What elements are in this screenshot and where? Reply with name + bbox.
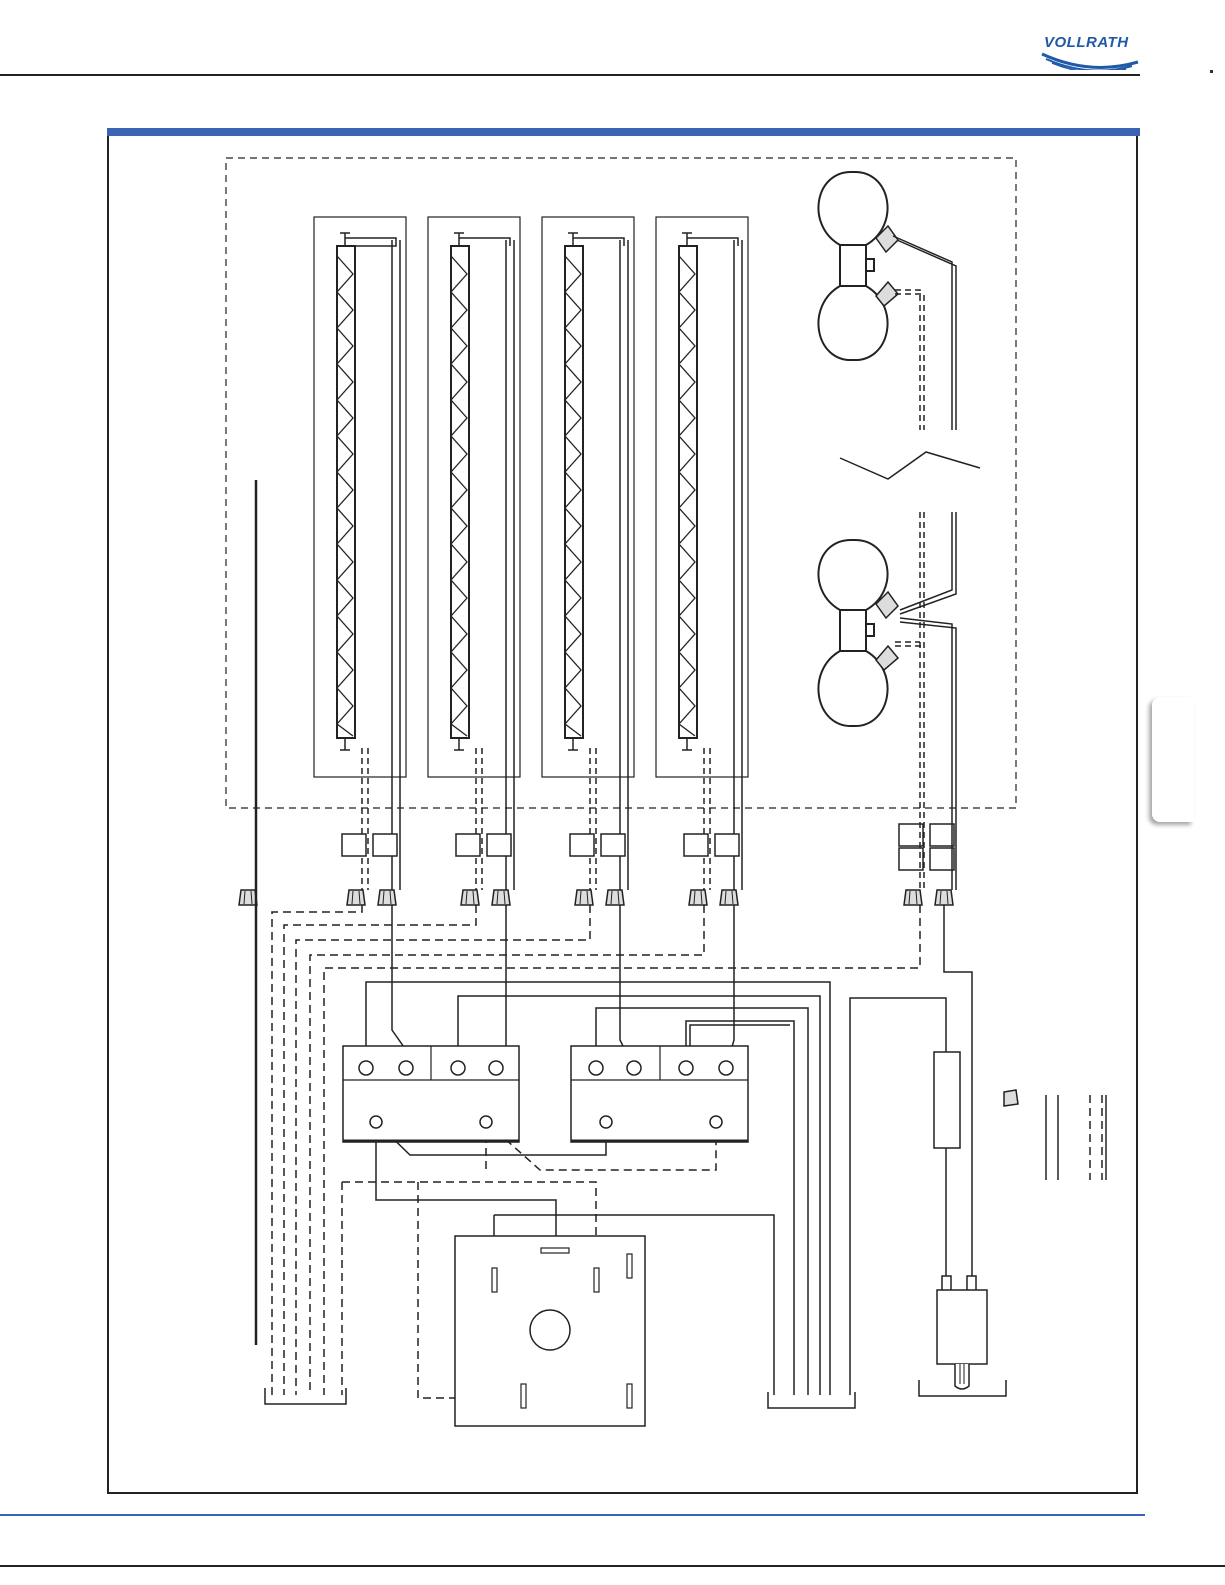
- wire-nut-icon: [1004, 1090, 1018, 1106]
- lamp-dashed-wires: [895, 290, 924, 890]
- power-plug: [919, 1276, 1006, 1396]
- switch-block-2: [571, 1046, 748, 1142]
- enclosure-outline: [226, 158, 1016, 808]
- element-solid-leads: [392, 240, 742, 890]
- break-line: [840, 452, 980, 479]
- harness-bracket-left: [265, 1388, 346, 1404]
- switch-block-1: [343, 1046, 519, 1142]
- thermostat-control: [455, 1236, 645, 1426]
- fuse: [934, 1052, 960, 1148]
- harness-bracket-right: [768, 1392, 855, 1408]
- lamp-wire-nuts: [876, 226, 898, 670]
- lamp-2: [818, 540, 887, 726]
- lamp-1: [818, 172, 887, 360]
- wire-nuts: [239, 890, 953, 905]
- element-dashed-leads: [362, 748, 710, 890]
- terminal-sleeves: [342, 824, 954, 870]
- wiring-legend: [1004, 1090, 1106, 1180]
